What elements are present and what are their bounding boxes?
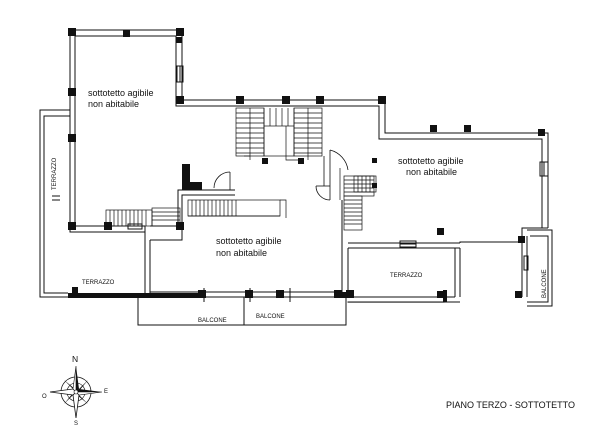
drawing-title: PIANO TERZO - SOTTOTETTO xyxy=(446,400,575,410)
compass-north-shade xyxy=(72,365,77,393)
terrazzo-west-label: TERRAZZO xyxy=(52,157,58,190)
compass-east-label: E xyxy=(104,389,108,395)
terraces xyxy=(39,109,553,326)
room-label-east-line2: non abitabile xyxy=(406,167,457,177)
windows xyxy=(52,65,549,302)
compass-center xyxy=(73,389,79,395)
room-label-central-line2: non abitabile xyxy=(216,248,267,258)
compass-rose xyxy=(49,365,103,419)
balcone-1-label: BALCONE xyxy=(198,318,227,324)
compass-south-point xyxy=(72,391,80,419)
south-parapet-thick-2 xyxy=(140,293,198,298)
room-label-central-line1: sottotetto agibile xyxy=(216,236,282,246)
balcone-2-label: BALCONE xyxy=(256,314,285,320)
exterior-walls xyxy=(69,29,549,233)
west-staircase xyxy=(105,199,287,227)
compass-diagonal-points xyxy=(64,380,88,404)
compass-south-label: S xyxy=(74,421,78,427)
south-parapet-thick xyxy=(68,293,146,298)
compass-east-shade xyxy=(75,391,103,396)
terrazzo-southeast-label: TERRAZZO xyxy=(390,273,423,279)
door-swings xyxy=(213,149,349,201)
east-staircase xyxy=(339,168,377,231)
structural-columns xyxy=(68,28,545,298)
room-label-northwest-line1: sottotetto agibile xyxy=(88,88,154,98)
compass-west-point xyxy=(49,388,77,396)
room-label-northwest-line2: non abitabile xyxy=(88,99,139,109)
east-terrace-sill xyxy=(443,290,447,302)
terrazzo-southwest-label: TERRAZZO xyxy=(82,280,115,286)
balcone-east-label: BALCONE xyxy=(542,269,548,298)
compass-west-label: O xyxy=(42,394,47,400)
south-parapet-thick-3 xyxy=(336,292,350,298)
central-staircase xyxy=(235,107,323,161)
room-label-east-line1: sottotetto agibile xyxy=(398,156,464,166)
compass-north-label: N xyxy=(72,354,78,364)
